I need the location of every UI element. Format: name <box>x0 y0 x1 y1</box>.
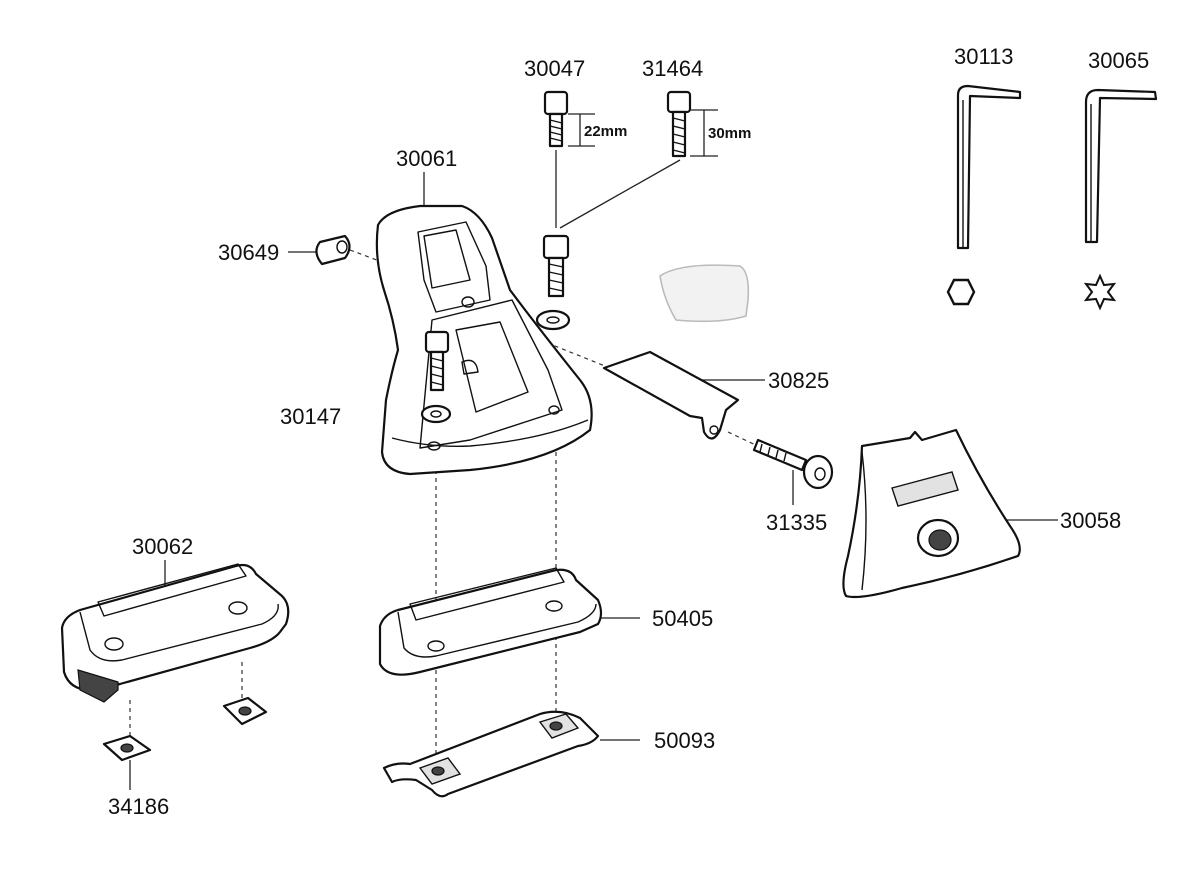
strap-50093 <box>382 710 600 798</box>
label-30061: 30061 <box>396 146 457 171</box>
label-30065: 30065 <box>1088 48 1149 73</box>
pin-30649 <box>315 234 351 266</box>
hexagon-icon <box>946 278 976 306</box>
nut-34186-b <box>102 734 152 762</box>
screw-30147 <box>420 330 452 424</box>
dimension-30mm-label: 30mm <box>708 125 751 142</box>
allen-key-30113 <box>956 84 1022 250</box>
screw-30047 <box>543 90 569 148</box>
label-30825: 30825 <box>768 368 829 393</box>
label-30649: 30649 <box>218 240 279 265</box>
torx-key-30065 <box>1084 88 1158 244</box>
bolt-31335 <box>752 438 834 490</box>
label-34186: 34186 <box>108 794 169 819</box>
label-30062: 30062 <box>132 534 193 559</box>
screw-assembly <box>535 234 571 331</box>
label-31464: 31464 <box>642 56 703 81</box>
pad-30062 <box>60 563 290 703</box>
star-torx-icon <box>1083 273 1117 311</box>
label-30147: 30147 <box>280 404 341 429</box>
label-30058: 30058 <box>1060 508 1121 533</box>
label-31335: 31335 <box>766 510 827 535</box>
plate-30825 <box>602 350 740 440</box>
dimension-22mm: 22mm <box>568 113 627 147</box>
pad-50405 <box>378 567 603 676</box>
part-labels: 30047 31464 30113 30065 30061 30649 3082… <box>108 44 1149 819</box>
nut-34186-a <box>222 696 268 726</box>
label-30113: 30113 <box>954 44 1014 69</box>
label-30047: 30047 <box>524 56 585 81</box>
label-50405: 50405 <box>652 606 713 631</box>
ghost-cap <box>659 264 750 323</box>
dimension-22mm-label: 22mm <box>584 123 627 140</box>
dimension-30mm: 30mm <box>690 109 751 157</box>
cover-30058 <box>842 428 1021 599</box>
screw-31464 <box>666 90 692 158</box>
label-50093: 50093 <box>654 728 715 753</box>
